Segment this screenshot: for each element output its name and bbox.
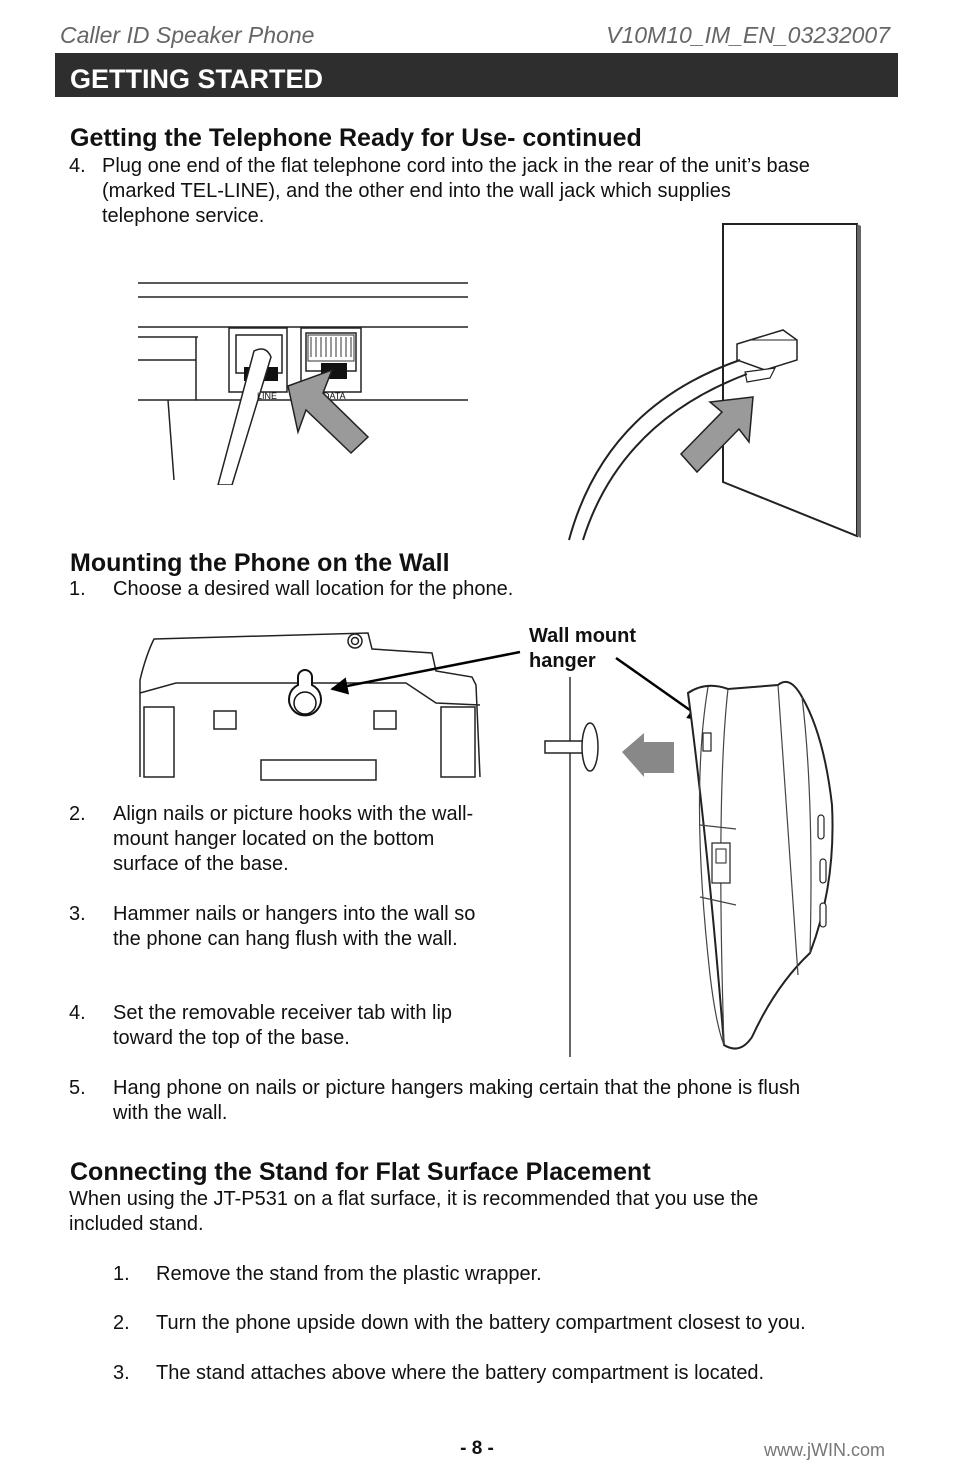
nail-icon bbox=[581, 722, 599, 772]
arrow-icon bbox=[287, 368, 370, 455]
wall-jack-figure bbox=[568, 223, 861, 541]
jack-label-line: LINE bbox=[257, 391, 277, 401]
footer-url: www.jWIN.com bbox=[764, 1440, 885, 1460]
header-doc-code: V10M10_IM_EN_03232007 bbox=[606, 22, 890, 48]
section3-step1-text: Remove the stand from the plastic wrappe… bbox=[156, 1263, 542, 1285]
text-line: toward the top of the base. bbox=[113, 1027, 350, 1049]
section1-step-number: 4. bbox=[69, 155, 86, 177]
text-line: Plug one end of the flat telephone cord … bbox=[102, 155, 810, 177]
text-line: Align nails or picture hooks with the wa… bbox=[113, 803, 474, 825]
section3-intro: When using the JT-P531 on a flat surface… bbox=[69, 1187, 758, 1237]
arrow-icon bbox=[622, 733, 674, 777]
section2-step3-number: 3. bbox=[69, 903, 86, 925]
section1-heading: Getting the Telephone Ready for Use- con… bbox=[70, 124, 642, 152]
text-line: Set the removable receiver tab with lip bbox=[113, 1002, 453, 1024]
text-line: surface of the base. bbox=[113, 853, 289, 875]
arrow-icon bbox=[679, 396, 754, 474]
section3-step1-number: 1. bbox=[113, 1263, 130, 1285]
callout-line: Wall mount bbox=[529, 625, 637, 647]
section-bar bbox=[55, 53, 898, 97]
text-line: Hammer nails or hangers into the wall so bbox=[113, 903, 476, 925]
callout-arrow-left bbox=[330, 650, 521, 695]
section-bar-title: GETTING STARTED bbox=[70, 64, 323, 94]
callout-line: hanger bbox=[529, 650, 596, 672]
phone-side-view-figure bbox=[544, 677, 834, 1057]
text-line: telephone service. bbox=[102, 205, 265, 227]
section1-step-text: Plug one end of the flat telephone cord … bbox=[102, 154, 810, 229]
section3-step3-text: The stand attaches above where the batte… bbox=[156, 1362, 765, 1384]
base-rear-jacks-figure: LINE DATA bbox=[138, 282, 468, 485]
section2-step2-number: 2. bbox=[69, 803, 86, 825]
text-line: When using the JT-P531 on a flat surface… bbox=[69, 1188, 759, 1210]
text-line: Hang phone on nails or picture hangers m… bbox=[113, 1077, 801, 1099]
section2-heading: Mounting the Phone on the Wall bbox=[70, 549, 450, 577]
section2-step3-text: Hammer nails or hangers into the wall so… bbox=[113, 902, 475, 952]
section2-step4-number: 4. bbox=[69, 1002, 86, 1024]
base-bottom-figure bbox=[139, 632, 481, 781]
section3-step2-number: 2. bbox=[113, 1312, 130, 1334]
text-line: mount hanger located on the bottom bbox=[113, 828, 435, 850]
section2-step5-number: 5. bbox=[69, 1077, 86, 1099]
text-line: (marked TEL-LINE), and the other end int… bbox=[102, 180, 731, 202]
section2-step1-number: 1. bbox=[69, 578, 86, 600]
section2-step5-text: Hang phone on nails or picture hangers m… bbox=[113, 1076, 800, 1126]
section2-step1-text: Choose a desired wall location for the p… bbox=[113, 578, 514, 600]
section3-step3-number: 3. bbox=[113, 1362, 130, 1384]
section3-heading: Connecting the Stand for Flat Surface Pl… bbox=[70, 1158, 651, 1186]
jack-label-data: DATA bbox=[323, 391, 346, 401]
text-line: with the wall. bbox=[113, 1102, 228, 1124]
wall-mount-hanger-callout: Wall mount hanger bbox=[529, 624, 636, 674]
text-line: included stand. bbox=[69, 1213, 204, 1235]
section2-step4-text: Set the removable receiver tab with lip … bbox=[113, 1001, 452, 1051]
page-number: - 8 - bbox=[460, 1438, 494, 1459]
section3-step2-text: Turn the phone upside down with the batt… bbox=[156, 1312, 806, 1334]
section2-step2-text: Align nails or picture hooks with the wa… bbox=[113, 802, 473, 877]
header-doc-title: Caller ID Speaker Phone bbox=[60, 22, 315, 48]
text-line: the phone can hang flush with the wall. bbox=[113, 928, 458, 950]
